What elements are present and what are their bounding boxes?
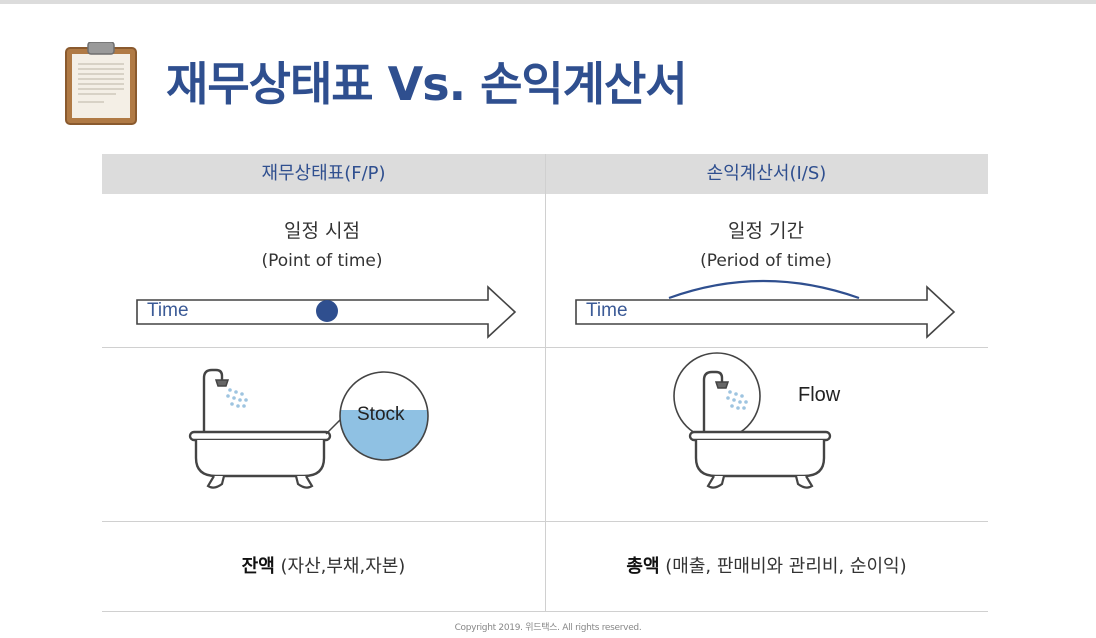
caption-subtitle: (Point of time): [261, 251, 383, 271]
total-label: 총액: [626, 556, 660, 577]
shower-icon: [702, 370, 730, 436]
top-border: [0, 0, 1096, 4]
caption-subtitle: (Period of time): [700, 251, 832, 271]
caption-point-of-time: 일정 시점 (Point of time): [172, 216, 472, 276]
balance-description: 잔액 (자산,부채,자본): [102, 552, 545, 582]
total-detail: (매출, 판매비와 관리비, 순이익): [659, 556, 907, 577]
balance-detail: (자산,부채,자본): [274, 556, 406, 577]
balance-label: 잔액: [241, 556, 275, 577]
row-divider: [102, 347, 988, 348]
copyright-text: Copyright 2019. 위드택스. All rights reserve…: [454, 623, 642, 633]
clipboard-icon: [65, 42, 137, 125]
time-period-arc: [668, 279, 860, 300]
caption-title: 일정 시점: [284, 220, 360, 242]
flow-label: Flow: [798, 384, 841, 406]
timeline-label: Time: [586, 300, 628, 321]
stock-label: Stock: [357, 404, 405, 425]
caption-period-of-time: 일정 기간 (Period of time): [616, 216, 916, 276]
header-income-statement: 손익계산서(I/S): [706, 163, 827, 184]
column-divider: [545, 154, 546, 612]
header-financial-position: 재무상태표(F/P): [261, 163, 386, 184]
row-divider: [102, 611, 988, 612]
page-title: 재무상태표 Vs. 손익계산서: [166, 57, 688, 111]
timeline-arrow: [575, 279, 956, 339]
magnifier-circle-icon: [339, 371, 429, 461]
shower-icon: [202, 368, 230, 434]
row-divider: [102, 521, 988, 522]
magnifier-circle-icon: [673, 352, 761, 440]
timeline-label: Time: [147, 300, 189, 321]
bathtub-icon: [673, 352, 832, 489]
caption-title: 일정 기간: [728, 220, 804, 242]
timeline-arrow: [136, 285, 517, 339]
time-point-dot: [316, 300, 338, 322]
bathtub-icon: [188, 368, 429, 489]
total-description: 총액 (매출, 판매비와 관리비, 순이익): [545, 552, 988, 582]
